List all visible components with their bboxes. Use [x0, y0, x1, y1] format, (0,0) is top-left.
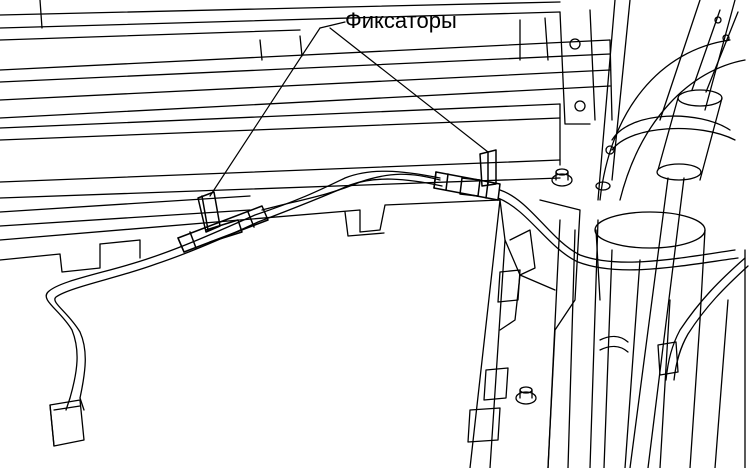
wire-connector-left — [49, 397, 85, 447]
callout-leaders — [209, 21, 489, 197]
right-pillars — [547, 0, 746, 469]
retainer-clip-right — [433, 149, 501, 201]
leader-line-left — [209, 27, 321, 197]
upper-body-panel — [0, 0, 613, 227]
wire-harness — [45, 170, 749, 399]
callout-label-retainers: Фиксаторы — [345, 8, 457, 33]
bolts — [515, 38, 615, 405]
strut-cylinder — [594, 9, 746, 469]
leader-line-right — [329, 27, 489, 153]
retainer-clip-left — [177, 191, 269, 253]
lower-door-panel — [0, 199, 581, 469]
